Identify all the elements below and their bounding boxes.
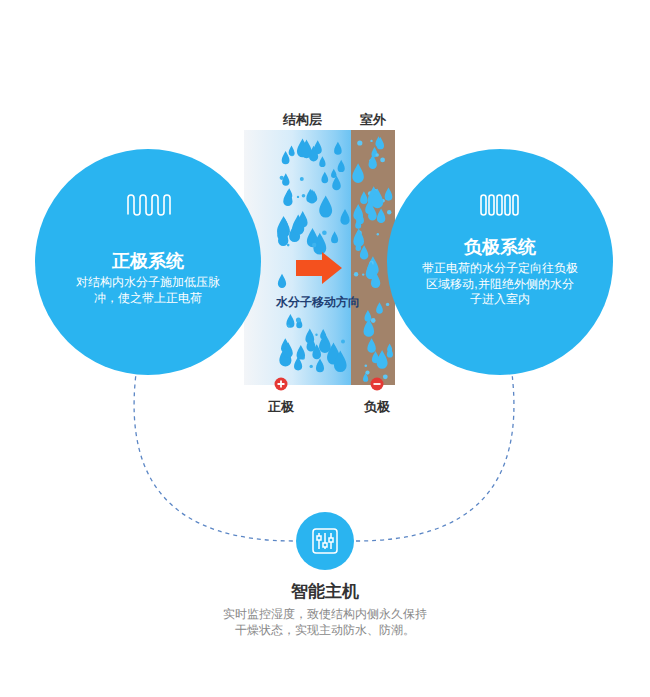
dashed-connector	[134, 376, 294, 541]
water-dot	[296, 317, 301, 322]
water-dot	[370, 140, 372, 142]
system-circle: 正极系统对结构内水分子施加低压脉冲，使之带上正电荷	[35, 149, 261, 375]
water-drop	[286, 188, 292, 199]
circle-heading: 正极系统	[35, 250, 261, 272]
water-drop	[316, 359, 324, 373]
water-drop	[298, 211, 308, 228]
water-dot	[371, 318, 376, 323]
water-drop	[338, 160, 345, 172]
move-arrow	[296, 252, 342, 284]
negative-pole-mark	[371, 378, 384, 391]
system-circle: 负极系统带正电荷的水分子定向往负极区域移动,并阻绝外侧的水分子进入室内	[387, 149, 613, 375]
pole-label: 负极	[364, 398, 390, 416]
water-dot	[297, 196, 299, 198]
water-drop	[282, 151, 290, 164]
water-drop	[363, 373, 368, 382]
water-drop	[289, 146, 295, 156]
water-drop	[282, 173, 289, 186]
water-dot	[322, 231, 327, 236]
layer-label: 室外	[360, 111, 386, 129]
layer-label: 结构层	[283, 111, 322, 129]
water-drop	[352, 163, 364, 183]
water-dot	[287, 325, 290, 328]
water-dot	[376, 153, 379, 156]
water-drop	[331, 169, 337, 178]
water-dot	[365, 365, 368, 368]
water-drop	[278, 274, 286, 288]
water-dot	[362, 273, 364, 275]
water-drop	[308, 189, 317, 203]
water-drop	[360, 191, 368, 204]
pulse-icon	[128, 195, 170, 215]
water-drop	[297, 345, 306, 359]
water-dot	[357, 140, 362, 145]
water-drop	[332, 176, 341, 191]
direction-label: 水分子移动方向	[276, 294, 360, 311]
host-body: 实时监控湿度，致使结构内侧永久保持干燥状态，实现主动防水、防潮。	[218, 606, 432, 638]
water-drop	[334, 142, 342, 155]
circle-heading: 负极系统	[387, 236, 613, 258]
water-drop	[320, 329, 326, 339]
water-dot	[380, 158, 385, 163]
water-drop	[367, 338, 376, 352]
water-drop	[340, 209, 349, 225]
water-drop	[319, 196, 332, 218]
water-drop	[312, 344, 321, 359]
host-circle	[296, 512, 354, 570]
water-drop	[331, 231, 338, 243]
water-drop	[334, 351, 347, 372]
host-node: 智能主机实时监控湿度，致使结构内侧永久保持干燥状态，实现主动防水、防潮。	[210, 512, 440, 638]
water-drop	[296, 318, 302, 328]
water-dot	[354, 272, 358, 276]
water-dot	[287, 244, 290, 247]
water-drop	[365, 310, 372, 322]
water-drop	[286, 314, 294, 328]
water-drop	[372, 351, 379, 363]
circle-body: 对结构内水分子施加低压脉冲，使之带上正电荷	[72, 275, 224, 306]
water-drop	[321, 172, 328, 184]
water-drop	[377, 208, 386, 222]
electrode-icon	[481, 195, 518, 215]
water-drop	[369, 155, 377, 169]
water-dot	[387, 210, 391, 214]
water-drop	[385, 188, 393, 201]
circle-content: 负极系统带正电荷的水分子定向往负极区域移动,并阻绝外侧的水分子进入室内	[387, 236, 613, 308]
water-dot	[386, 303, 389, 306]
water-drop	[301, 140, 312, 159]
water-drop	[319, 156, 325, 167]
host-heading: 智能主机	[210, 582, 440, 602]
water-drop	[360, 245, 369, 259]
water-dot	[310, 365, 313, 368]
water-dot	[315, 334, 317, 336]
water-drop	[284, 342, 293, 358]
dashed-connector	[356, 376, 514, 541]
water-drops	[277, 136, 393, 382]
water-drop	[376, 302, 383, 313]
water-dot	[383, 374, 388, 379]
water-dot	[341, 340, 345, 344]
water-drop	[277, 223, 287, 241]
water-dot	[302, 194, 306, 198]
water-drop	[307, 228, 318, 247]
pole-label: 正极	[268, 398, 294, 416]
water-drop	[372, 189, 384, 209]
circle-content: 正极系统对结构内水分子施加低压脉冲，使之带上正电荷	[35, 250, 261, 306]
water-drop	[387, 347, 393, 358]
positive-pole-mark	[275, 378, 288, 391]
circle-body: 带正电荷的水分子定向往负极区域移动,并阻绝外侧的水分子进入室内	[421, 261, 579, 308]
water-dot	[300, 177, 304, 181]
water-drop	[356, 241, 362, 251]
controller-icon	[313, 529, 337, 553]
water-drop	[371, 272, 380, 288]
water-dot	[312, 243, 316, 247]
water-dot	[377, 233, 379, 235]
water-drop	[377, 137, 384, 149]
water-drop	[357, 212, 364, 224]
